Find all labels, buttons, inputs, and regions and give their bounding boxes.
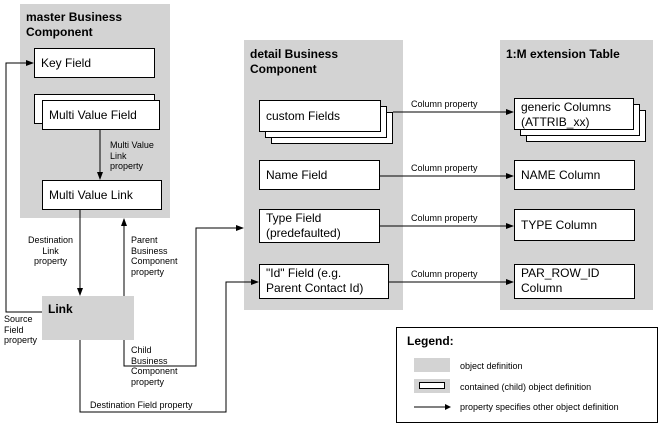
mvl-property-label: Multi Value Link property bbox=[110, 140, 154, 171]
column-property-label-4: Column property bbox=[411, 269, 478, 279]
column-property-label-3: Column property bbox=[411, 213, 478, 223]
extension-table-title: 1:M extension Table bbox=[506, 47, 620, 61]
type-field-box: Type Field (predefaulted) bbox=[259, 209, 380, 243]
detail-bc-title: detail Business Component bbox=[250, 47, 339, 76]
master-bc-title: master Business Component bbox=[26, 10, 123, 39]
dest-field-property-label: Destination Field property bbox=[90, 400, 193, 410]
column-property-label-1: Column property bbox=[411, 99, 478, 109]
multi-value-link-box: Multi Value Link bbox=[42, 180, 162, 210]
legend-contained-label: contained (child) object definition bbox=[460, 382, 592, 392]
link-panel bbox=[42, 296, 134, 340]
multi-value-field-box: Multi Value Field bbox=[42, 100, 160, 130]
parent-bc-property-label: Parent Business Component property bbox=[131, 235, 178, 277]
legend-swatch-object bbox=[414, 358, 450, 372]
key-field-box: Key Field bbox=[34, 48, 155, 78]
name-column-box: NAME Column bbox=[514, 160, 635, 190]
source-field-property-label: Source Field property bbox=[4, 314, 38, 345]
child-bc-arrow bbox=[123, 225, 244, 367]
id-field-box: "Id" Field (e.g. Parent Contact Id) bbox=[259, 264, 389, 299]
child-bc-property-label: Child Business Component property bbox=[131, 345, 178, 387]
legend-box: Legend: object definition contained (chi… bbox=[396, 327, 658, 423]
legend-title: Legend: bbox=[407, 334, 454, 348]
custom-fields-box: custom Fields bbox=[259, 100, 381, 132]
source-field-arrow bbox=[5, 60, 42, 313]
par-row-id-box: PAR_ROW_ID Column bbox=[514, 264, 635, 299]
name-field-box: Name Field bbox=[259, 160, 380, 190]
legend-swatch-contained bbox=[414, 379, 450, 393]
type-column-box: TYPE Column bbox=[514, 209, 635, 241]
legend-arrow-icon bbox=[414, 404, 451, 410]
dest-field-arrow bbox=[79, 279, 259, 413]
legend-property-label: property specifies other object definiti… bbox=[460, 402, 619, 412]
dest-link-property-label: Destination Link property bbox=[28, 235, 74, 266]
legend-object-label: object definition bbox=[460, 361, 523, 371]
generic-columns-box: generic Columns (ATTRIB_xx) bbox=[514, 98, 634, 130]
column-property-label-2: Column property bbox=[411, 163, 478, 173]
link-title: Link bbox=[48, 302, 73, 316]
